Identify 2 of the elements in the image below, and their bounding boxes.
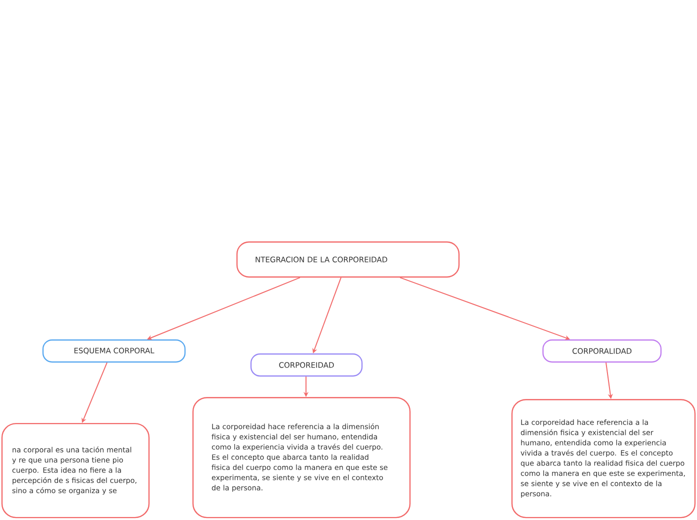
arrow bbox=[82, 362, 108, 423]
arrow bbox=[147, 277, 300, 340]
